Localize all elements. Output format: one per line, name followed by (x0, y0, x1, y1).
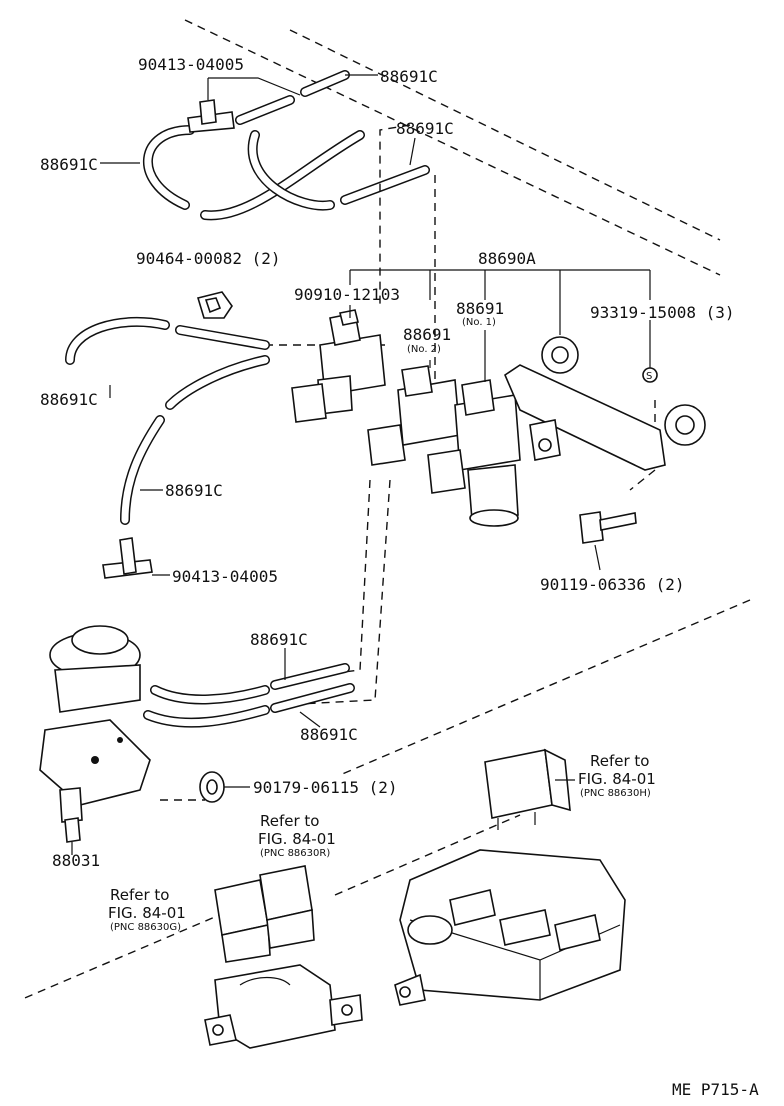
left-hoses (65, 317, 270, 525)
bracket (504, 336, 706, 471)
refer-right-line2: FIG. 84-01 (578, 770, 656, 788)
refer-right-line3: (PNC 88630H) (580, 788, 651, 799)
refer-left-line1: Refer to (110, 886, 169, 904)
label-screw: 93319-15008 (3) (590, 303, 735, 322)
bolt-part (579, 511, 637, 571)
refer-left-line3: (PNC 88630G) (110, 922, 181, 933)
label-clamp: 90464-00082 (2) (136, 249, 281, 268)
lower-hoses (143, 648, 355, 728)
label-group: 90413-04005 88691C 88691C 88691C 90464-0… (40, 55, 759, 1099)
label-valve-no2-sub: (No. 2) (407, 344, 441, 355)
label-88691c-low-2: 88691C (300, 725, 358, 744)
label-88691c-top-right: 88691C (380, 67, 438, 86)
relay-bracket (204, 964, 363, 1049)
label-valve-no2: 88691 (403, 325, 451, 344)
screw-marker (642, 320, 658, 383)
refer-right-line1: Refer to (590, 752, 649, 770)
vsv-assembly (291, 309, 521, 527)
egr-actuator (39, 625, 151, 855)
label-valve-no1: 88691 (456, 299, 504, 318)
leaders-top (100, 74, 416, 166)
label-grommet: 90179-06115 (2) (253, 778, 398, 797)
label-90413-04005-top: 90413-04005 (138, 55, 244, 74)
label-bracket-bolt: 90910-12103 (294, 285, 400, 304)
label-valve-assy: 88690A (478, 249, 536, 268)
label-actuator: 88031 (52, 851, 100, 870)
refer-left-line2: FIG. 84-01 (108, 904, 186, 922)
label-88691c-right-2: 88691C (396, 119, 454, 138)
label-88691c-low-1: 88691C (250, 630, 308, 649)
label-90413-04005-mid: 90413-04005 (172, 567, 278, 586)
page-code: ME P715-A (672, 1080, 759, 1099)
label-valve-no1-sub: (No. 1) (462, 317, 496, 328)
relay-right (484, 748, 575, 830)
grommet-part (199, 771, 250, 803)
label-88691c-left-long: 88691C (165, 481, 223, 500)
junction-block (394, 849, 626, 1006)
relay-left-pair (214, 865, 315, 963)
refer-mid-line1: Refer to (260, 812, 319, 830)
label-88691c-left-top: 88691C (40, 155, 98, 174)
refer-mid-line2: FIG. 84-01 (258, 830, 336, 848)
t-joint-mid (102, 537, 170, 579)
refer-mid-line3: (PNC 88630R) (260, 848, 330, 859)
leaders-valve (349, 269, 651, 382)
label-88691c-left-mid: 88691C (40, 390, 98, 409)
screw-marker-letter: S (646, 371, 652, 382)
label-bolt: 90119-06336 (2) (540, 575, 685, 594)
clamp-part (196, 291, 233, 319)
top-hose-loop (142, 70, 430, 221)
